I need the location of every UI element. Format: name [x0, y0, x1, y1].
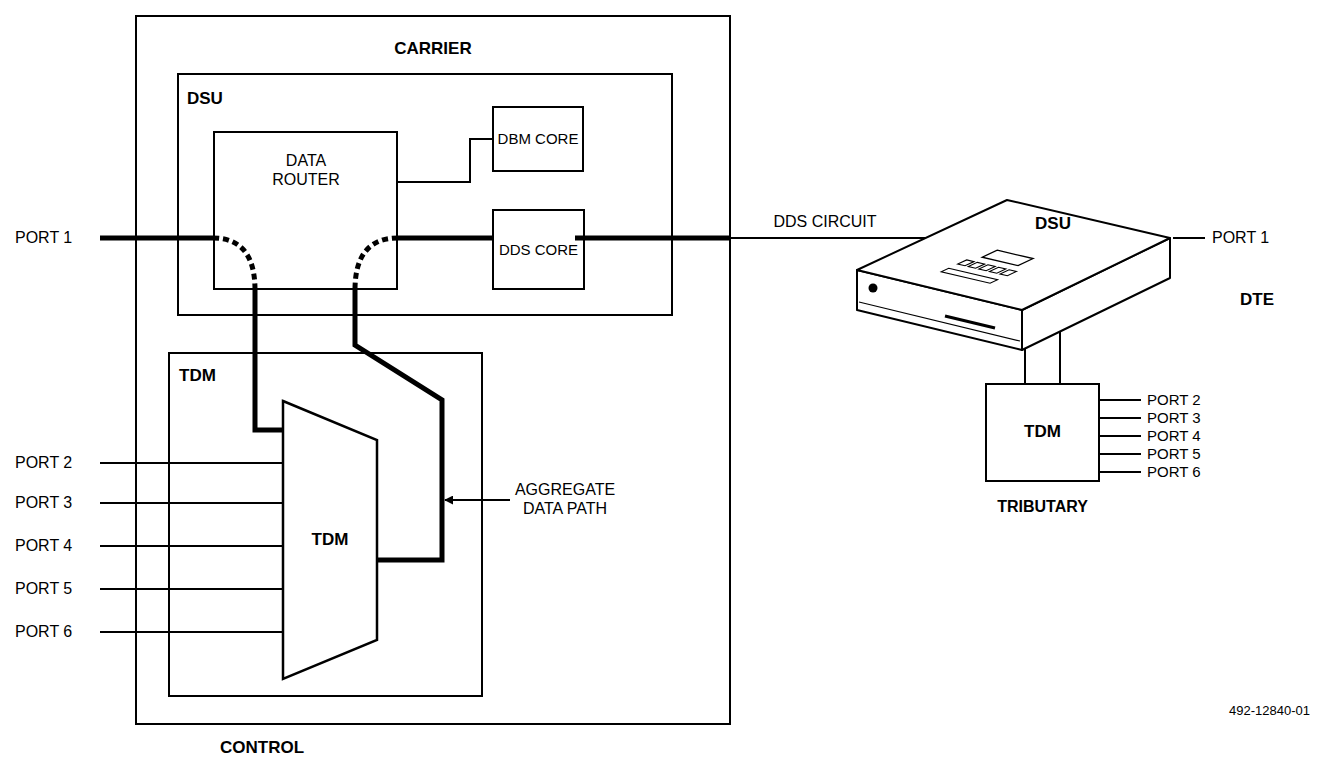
port-wire — [100, 502, 282, 504]
port-wire — [1100, 399, 1141, 401]
top-face — [857, 200, 1170, 310]
connector-line — [1024, 348, 1026, 383]
connector-line — [398, 139, 492, 182]
carrier-box: CARRIERCONTROLDSUDATA ROUTERDBM COREDDS … — [135, 15, 731, 725]
tributary-tdm-box: TDMTRIBUTARY — [985, 383, 1100, 482]
connector-line — [585, 237, 925, 239]
front-panel — [941, 249, 1040, 284]
port-label: PORT 4 — [1147, 427, 1201, 445]
port-wire — [1100, 435, 1141, 437]
trapezoid-outline — [283, 401, 377, 679]
dds-core-box: DDS CORE — [492, 209, 585, 290]
remote-dsu-unit: DSU — [855, 198, 1175, 358]
logo-dot — [869, 284, 878, 293]
figure-number: 492-12840-01 — [1180, 703, 1310, 719]
unit-label: DSU — [1023, 214, 1083, 234]
base-line — [859, 302, 1020, 341]
connector-line — [1059, 331, 1061, 383]
box-label: TDM — [282, 530, 378, 550]
box-caption: CONTROL — [192, 738, 332, 758]
panel-key — [941, 268, 997, 283]
port-label: PORT 5 — [1147, 445, 1201, 463]
port-wire — [100, 545, 282, 547]
port-wire — [1100, 453, 1141, 455]
box-label: DBM CORE — [494, 130, 582, 148]
dsu-unit-outline — [855, 198, 1175, 358]
port-wire — [1100, 417, 1141, 419]
display-window — [982, 250, 1033, 265]
internal-path — [213, 238, 255, 290]
port-label: PORT 1 — [1212, 228, 1269, 247]
leader-arrow — [445, 499, 510, 501]
connector-line — [398, 236, 492, 241]
box-heading: CARRIER — [137, 39, 729, 59]
port-wire — [1173, 237, 1205, 239]
data-router-box: DATA ROUTER — [213, 131, 398, 290]
port-label: PORT 2 — [1147, 391, 1201, 409]
port-label: PORT 6 — [1147, 463, 1201, 481]
box-heading: TDM — [179, 366, 216, 386]
device-label: DTE — [1240, 290, 1274, 310]
dsu-box: DSU DATA ROUTER DBM CORE DDS CORE — [177, 73, 673, 316]
box-heading: DSU — [187, 89, 223, 109]
tdm-multiplexer: TDM — [282, 400, 378, 680]
box-caption: TRIBUTARY — [965, 497, 1120, 516]
port-label: PORT 3 — [1147, 409, 1201, 427]
port-wire — [100, 236, 213, 241]
port-label: PORT 1 — [15, 228, 72, 247]
box-label: DATA ROUTER — [266, 151, 346, 189]
box-label: DDS CORE — [494, 241, 583, 259]
front-slot — [945, 316, 995, 328]
port-label: PORT 3 — [15, 493, 72, 512]
internal-path — [355, 238, 398, 290]
dbm-core-box: DBM CORE — [492, 106, 584, 172]
panel-key — [1000, 270, 1016, 276]
port-label: PORT 4 — [15, 536, 72, 555]
port-wire — [100, 462, 282, 464]
callout-label: AGGREGATE DATA PATH — [500, 480, 630, 518]
connector-line — [255, 290, 282, 430]
port-wire — [100, 631, 282, 633]
port-wire — [100, 588, 282, 590]
port-label: PORT 6 — [15, 622, 72, 641]
port-label: PORT 5 — [15, 579, 72, 598]
tdm-box: TDM TDM — [168, 352, 483, 697]
port-label: PORT 2 — [15, 453, 72, 472]
port-wire — [1100, 471, 1141, 473]
box-label: TDM — [987, 422, 1098, 442]
connector-label: DDS CIRCUIT — [745, 212, 905, 231]
